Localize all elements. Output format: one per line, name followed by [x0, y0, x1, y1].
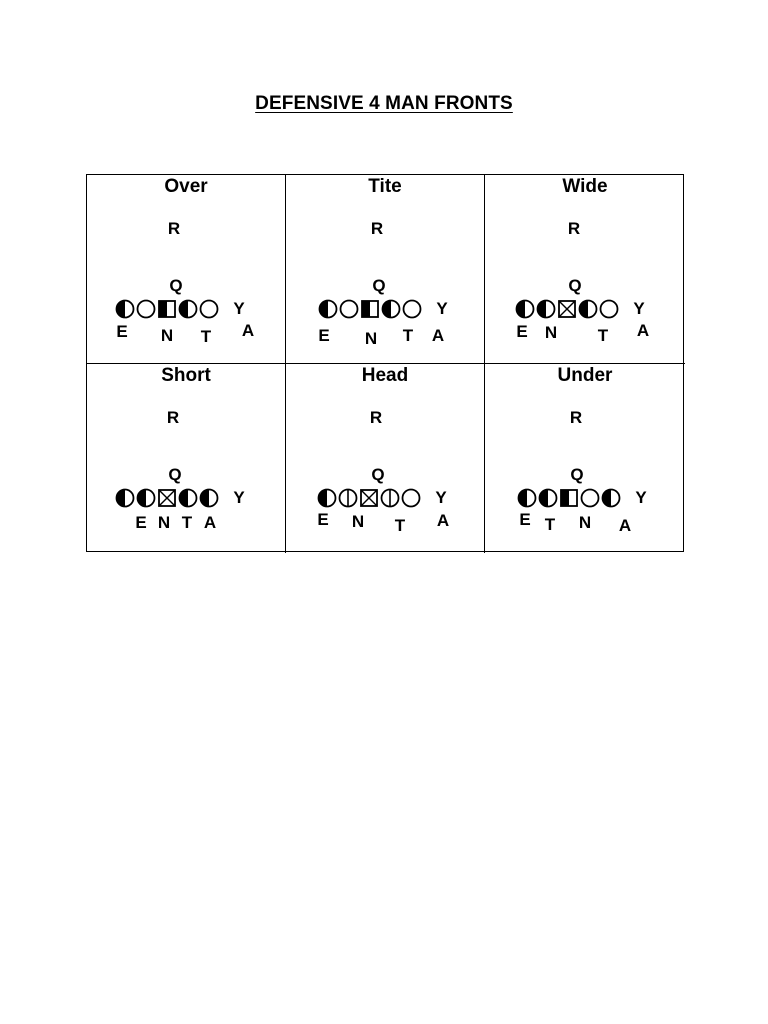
player-half-shaded-circle-icon [318, 299, 338, 319]
center-x-square-icon [558, 300, 576, 318]
defender-label: A [636, 321, 650, 340]
front-name: Short [161, 365, 211, 386]
player-half-shaded-circle-icon [381, 299, 401, 319]
defender-label: E [135, 513, 147, 532]
rover-label: R [369, 408, 383, 427]
defender-label: A [203, 513, 217, 532]
front-name: Head [361, 365, 409, 386]
player-open-circle-icon [339, 299, 359, 319]
defender-label: E [519, 510, 531, 529]
defender-label: T [544, 515, 556, 534]
player-open-circle-icon [599, 299, 619, 319]
player-split-circle-icon [338, 488, 358, 508]
offensive-line [115, 488, 219, 508]
player-half-shaded-circle-icon [115, 488, 135, 508]
defender-label: N [578, 513, 592, 532]
player-open-circle-icon [136, 299, 156, 319]
center-x-square-icon [158, 489, 176, 507]
tight-end-label: Y [635, 488, 647, 507]
player-open-circle-icon [199, 299, 219, 319]
quarterback-label: Q [568, 276, 582, 295]
player-open-circle-icon [401, 488, 421, 508]
player-half-shaded-circle-icon [515, 299, 535, 319]
quarterback-label: Q [570, 465, 584, 484]
defender-label: T [200, 327, 212, 346]
quarterback-label: Q [371, 465, 385, 484]
player-half-shaded-circle-icon [178, 488, 198, 508]
player-half-shaded-circle-icon [317, 488, 337, 508]
defender-label: E [317, 510, 329, 529]
front-name: Over [164, 176, 208, 197]
defender-label: T [597, 326, 609, 345]
player-open-circle-icon [580, 488, 600, 508]
defender-label: T [181, 513, 193, 532]
quarterback-label: Q [372, 276, 386, 295]
defender-label: T [402, 326, 414, 345]
offensive-line [515, 299, 619, 319]
defender-label: N [364, 329, 378, 348]
player-open-circle-icon [402, 299, 422, 319]
player-half-shaded-circle-icon [115, 299, 135, 319]
offensive-line [317, 488, 421, 508]
rover-label: R [569, 408, 583, 427]
player-half-shaded-circle-icon [601, 488, 621, 508]
tight-end-label: Y [436, 299, 448, 318]
front-name: Tite [368, 176, 402, 197]
defender-label: N [157, 513, 171, 532]
player-half-shaded-circle-icon [536, 299, 556, 319]
tight-end-label: Y [435, 488, 447, 507]
rover-label: R [166, 408, 180, 427]
defender-label: A [436, 511, 450, 530]
rover-label: R [167, 219, 181, 238]
quarterback-label: Q [169, 276, 183, 295]
rover-label: R [567, 219, 581, 238]
player-half-shaded-circle-icon [178, 299, 198, 319]
player-half-shaded-circle-icon [578, 299, 598, 319]
tight-end-label: Y [233, 299, 245, 318]
center-half-shaded-square-icon [361, 300, 379, 318]
offensive-line [115, 299, 219, 319]
defender-label: T [394, 516, 406, 535]
rover-label: R [370, 219, 384, 238]
tight-end-label: Y [233, 488, 245, 507]
defender-label: E [116, 322, 128, 341]
offensive-line [517, 488, 621, 508]
center-x-square-icon [360, 489, 378, 507]
player-half-shaded-circle-icon [517, 488, 537, 508]
player-split-circle-icon [380, 488, 400, 508]
offensive-line [318, 299, 422, 319]
center-half-shaded-square-icon [560, 489, 578, 507]
defender-label: E [516, 322, 528, 341]
front-name: Under [557, 365, 613, 386]
defender-label: A [241, 321, 255, 340]
defender-label: E [318, 326, 330, 345]
player-half-shaded-circle-icon [538, 488, 558, 508]
player-half-shaded-circle-icon [136, 488, 156, 508]
defender-label: A [618, 516, 632, 535]
defender-label: N [160, 326, 174, 345]
tight-end-label: Y [633, 299, 645, 318]
defender-label: A [431, 326, 445, 345]
page-title: DEFENSIVE 4 MAN FRONTS [255, 93, 513, 114]
front-name: Wide [562, 176, 608, 197]
defender-label: N [544, 323, 558, 342]
player-half-shaded-circle-icon [199, 488, 219, 508]
defender-label: N [351, 512, 365, 531]
quarterback-label: Q [168, 465, 182, 484]
center-half-shaded-square-icon [158, 300, 176, 318]
